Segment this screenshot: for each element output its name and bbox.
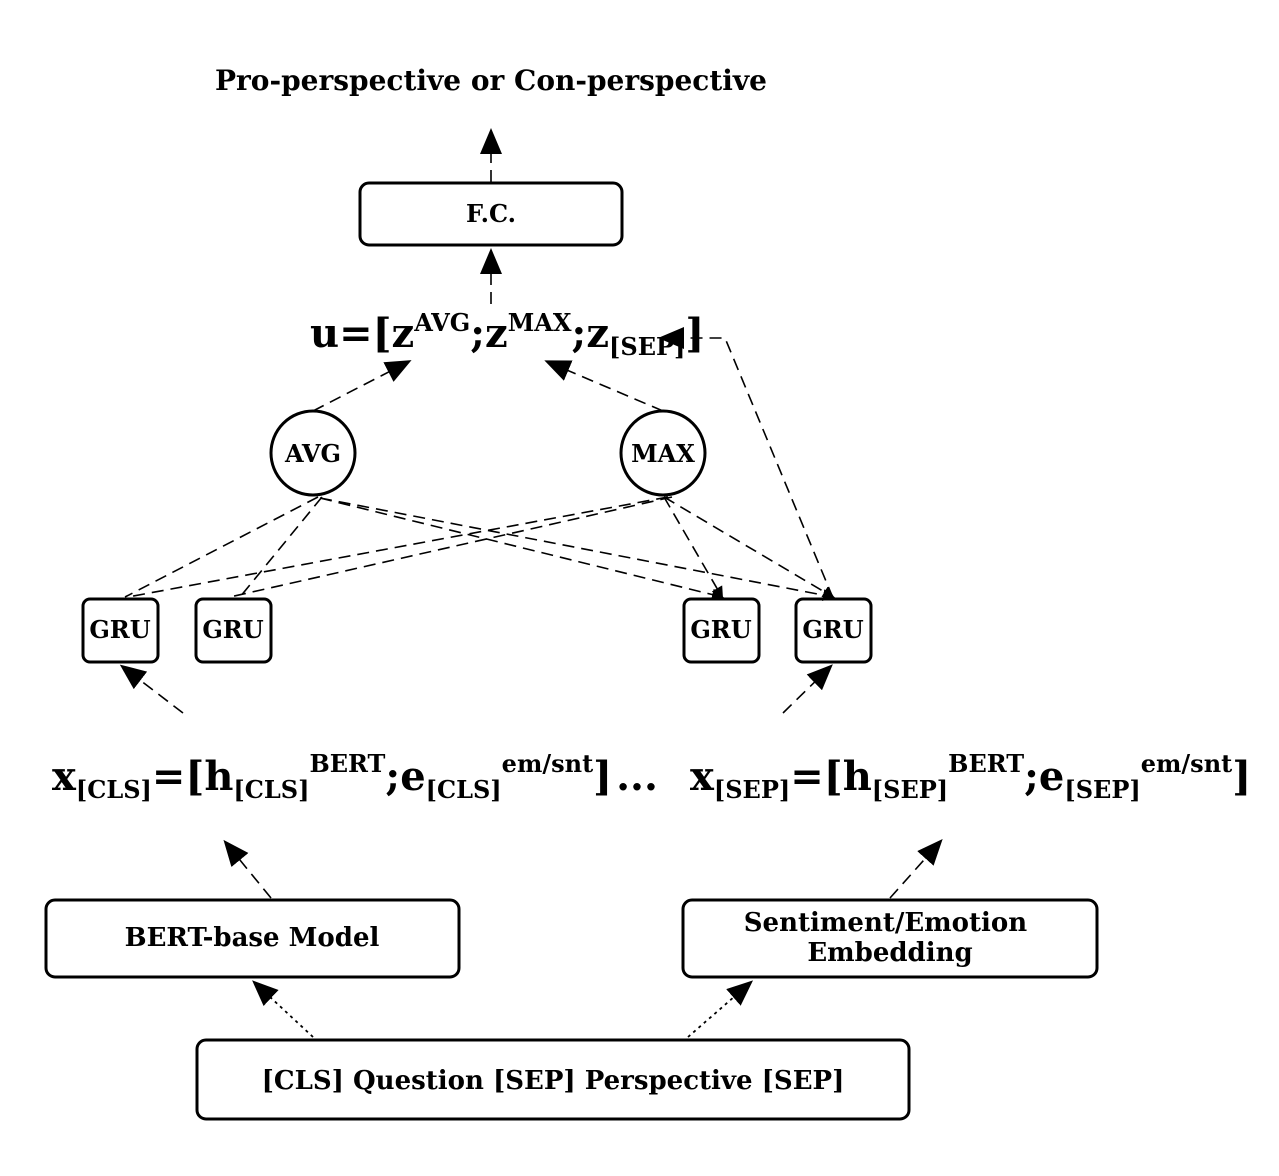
avg-label: AVG	[284, 439, 341, 468]
x-cls-formula: x[CLS]=[h[CLS]BERT;e[CLS]em/snt]	[52, 749, 612, 804]
arrow-gru4-to-u	[658, 327, 834, 599]
arrow-sent-to-xsep	[889, 839, 943, 899]
arrow-xsep-to-gru4	[782, 664, 833, 714]
max-label: MAX	[631, 439, 695, 468]
gru-label-2: GRU	[202, 615, 263, 644]
edge-avg-gru1	[124, 496, 319, 598]
edge-max-gru1	[127, 496, 669, 598]
fc-box	[358, 181, 624, 247]
gru-label-1: GRU	[89, 615, 150, 644]
arrow-avg-to-u	[312, 360, 412, 412]
gru-label-4: GRU	[802, 615, 863, 644]
arrow-max-to-u	[544, 360, 664, 412]
ellipsis: ...	[616, 753, 658, 800]
gru-label-3: GRU	[690, 615, 751, 644]
edge-max-gru3	[663, 496, 724, 599]
edge-max-gru4	[663, 496, 835, 599]
gru-box-2	[194, 597, 273, 664]
sentiment-label: Sentiment/Emotion Embedding	[744, 908, 1036, 968]
sentiment-box	[681, 898, 1099, 979]
u-formula: u=[zAVG;zMAX;z[SEP]]	[310, 308, 704, 361]
arrow-bert-to-xcls	[223, 839, 272, 899]
edge-max-gru2	[229, 496, 673, 598]
x-sep-formula: x[SEP]=[h[SEP]BERT;e[SEP]em/snt]	[690, 749, 1251, 804]
input-box	[195, 1038, 911, 1121]
bert-box	[44, 898, 461, 979]
bert-label: BERT-base Model	[125, 923, 380, 953]
input-label: [CLS] Question [SEP] Perspective [SEP]	[262, 1066, 845, 1096]
fc-label: F.C.	[466, 199, 516, 228]
edge-avg-gru4	[319, 497, 835, 601]
gru-box-1	[81, 597, 160, 664]
edge-avg-gru2	[239, 496, 323, 598]
output-label: Pro-perspective or Con-perspective	[215, 64, 767, 97]
arrow-input-to-bert	[252, 980, 314, 1038]
arrow-xcls-to-gru1	[119, 664, 184, 714]
arrow-input-to-sent	[687, 980, 754, 1038]
edge-avg-gru3	[319, 497, 724, 601]
